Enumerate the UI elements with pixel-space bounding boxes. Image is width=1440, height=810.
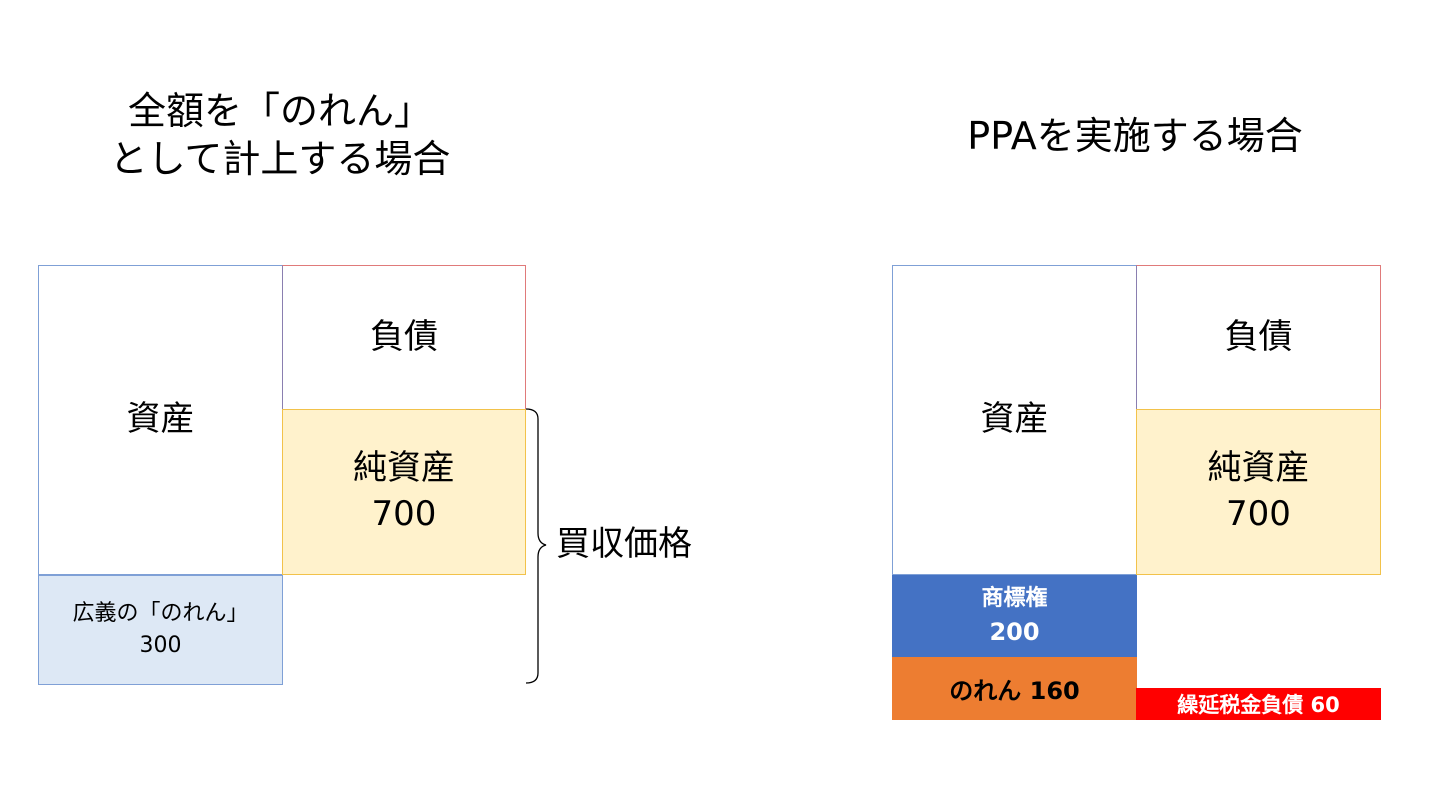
left-title: 全額を「のれん」 として計上する場合 xyxy=(40,88,520,183)
right-goodwill-label: のれん 160 xyxy=(949,677,1080,705)
left-equity-box: 純資産 700 xyxy=(282,409,526,575)
left-broad-goodwill-label: 広義の「のれん」 xyxy=(72,601,249,627)
left-assets-box: 資産 xyxy=(38,265,283,575)
right-liabilities-label: 負債 xyxy=(1224,316,1293,357)
right-equity-box: 純資産 700 xyxy=(1136,409,1381,575)
left-equity-label: 純資産 xyxy=(353,448,455,489)
purchase-price-bracket xyxy=(525,408,547,684)
left-assets-label: 資産 xyxy=(126,399,195,440)
right-assets-label: 資産 xyxy=(980,399,1049,440)
left-broad-goodwill-value: 300 xyxy=(139,633,182,658)
left-title-line2: として計上する場合 xyxy=(109,136,451,181)
right-deferred-tax-liability-label: 繰延税金負債 60 xyxy=(1177,693,1340,717)
right-equity-label: 純資産 xyxy=(1207,448,1310,489)
right-trademark-value: 200 xyxy=(989,617,1040,646)
left-broad-goodwill-box: 広義の「のれん」 300 xyxy=(38,575,283,685)
left-title-line1: 全額を「のれん」 xyxy=(127,89,432,133)
right-assets-box: 資産 xyxy=(892,265,1137,575)
purchase-price-label: 買収価格 xyxy=(556,524,692,564)
right-title: PPAを実施する場合 xyxy=(967,114,1303,158)
left-liabilities-label: 負債 xyxy=(370,316,438,357)
right-equity-value: 700 xyxy=(1226,494,1291,534)
left-equity-value: 700 xyxy=(371,494,437,534)
right-deferred-tax-liability-box: 繰延税金負債 60 xyxy=(1136,688,1381,720)
left-liabilities-box: 負債 xyxy=(282,265,526,410)
right-goodwill-box: のれん 160 xyxy=(892,657,1137,720)
right-trademark-label: 商標権 xyxy=(981,585,1048,611)
right-liabilities-box: 負債 xyxy=(1136,265,1381,410)
right-trademark-box: 商標権 200 xyxy=(892,575,1137,657)
